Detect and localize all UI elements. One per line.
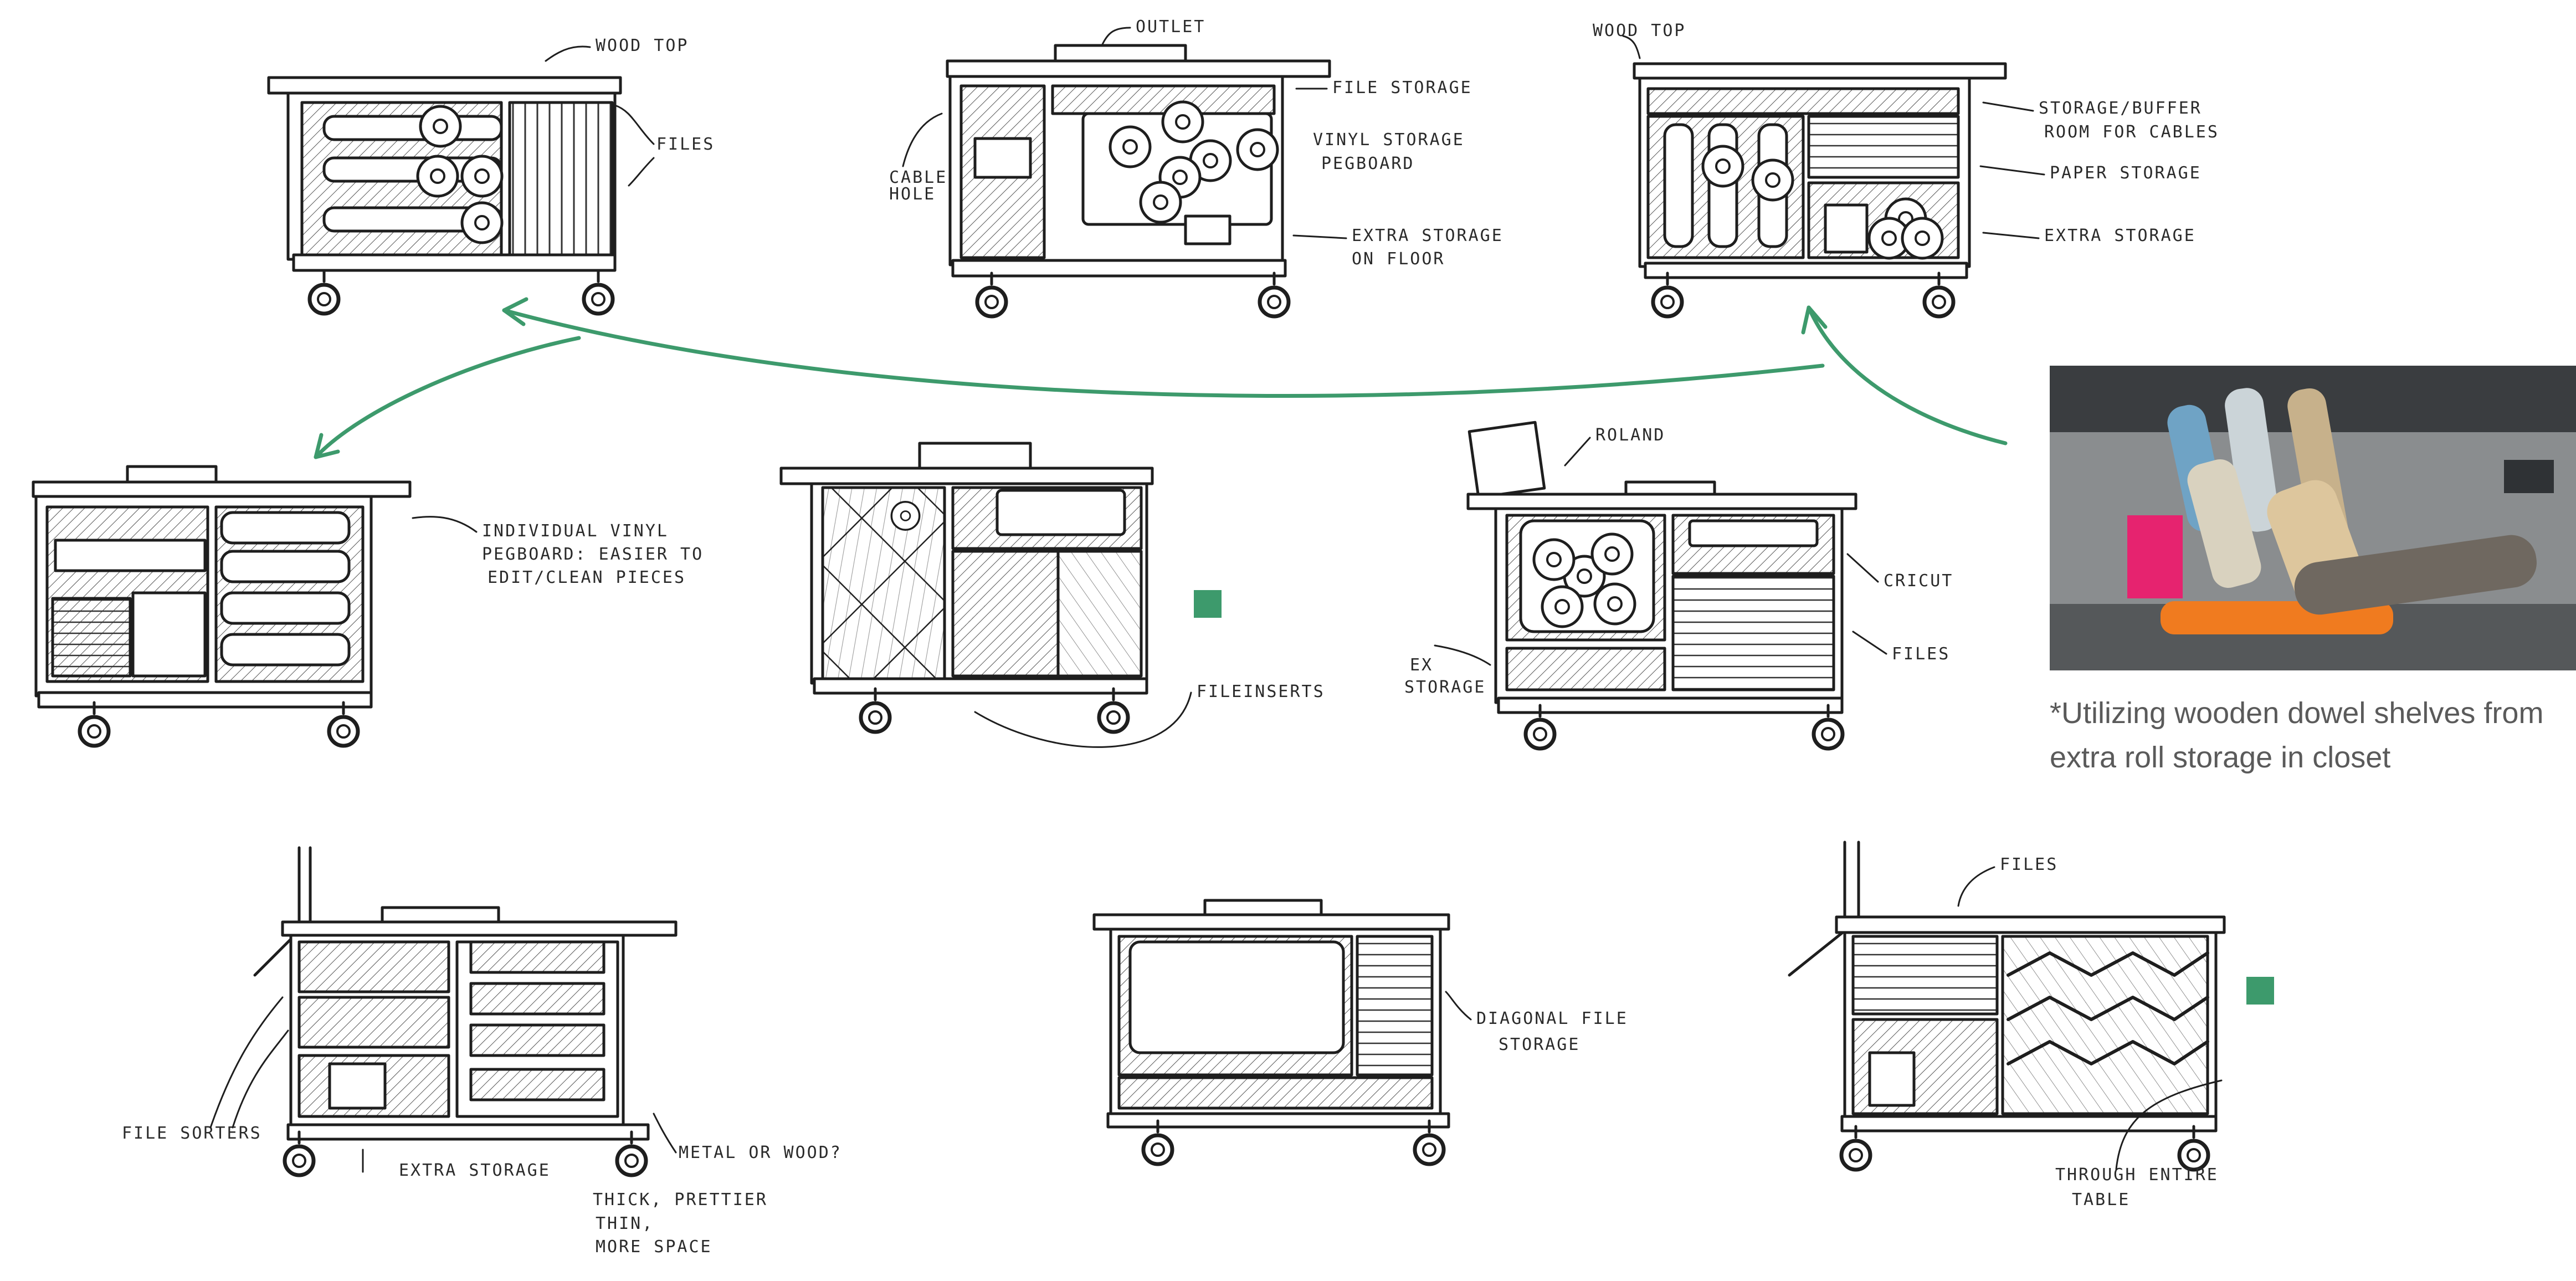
label-vinyl-pegboard-1: VINYL STORAGE — [1313, 130, 1465, 150]
photo-caption-line-2: extra roll storage in closet — [2050, 741, 2390, 774]
label-thin-space-2: MORE SPACE — [596, 1237, 712, 1257]
label-wood-top-1: WOOD TOP — [596, 36, 689, 55]
label-files-1: FILES — [656, 135, 715, 154]
label-diagonal-file-1: DIAGONAL FILE — [1476, 1009, 1628, 1028]
cart-a3-sketch — [1633, 62, 2007, 316]
label-file-storage: FILE STORAGE — [1332, 78, 1472, 98]
flow-arrows — [314, 297, 2008, 459]
label-buffer-room-1: STORAGE/BUFFER — [2039, 99, 2202, 118]
cart-c2-sketch — [1092, 899, 1450, 1164]
cart-c1-sketch — [253, 846, 678, 1175]
annotation-labels: WOOD TOP FILES OUTLET FILE STORAGE CABLE… — [122, 17, 2543, 1257]
label-ex-storage-2: STORAGE — [1404, 678, 1486, 697]
label-buffer-room-2: ROOM FOR CABLES — [2044, 122, 2219, 142]
cart-b2-sketch — [779, 442, 1154, 732]
label-individual-vinyl-3: EDIT/CLEAN PIECES — [488, 568, 686, 587]
green-marker-1 — [1194, 590, 1222, 618]
label-ex-storage-1: EX — [1410, 655, 1433, 675]
label-diagonal-file-2: STORAGE — [1499, 1035, 1580, 1054]
label-through-table-2: TABLE — [2072, 1190, 2130, 1210]
label-vinyl-pegboard-2: PEGBOARD — [1321, 154, 1415, 173]
label-through-table-1: THROUGH ENTIRE — [2055, 1165, 2219, 1185]
label-individual-vinyl-1: INDIVIDUAL VINYL — [482, 521, 669, 541]
label-extra-storage-2: EXTRA STORAGE — [399, 1161, 551, 1180]
label-individual-vinyl-2: PEGBOARD: EASIER TO — [482, 545, 704, 564]
cart-b3-sketch — [1466, 421, 1857, 749]
roll-storage-photo — [2050, 366, 2576, 670]
label-paper-storage: PAPER STORAGE — [2050, 163, 2202, 183]
label-files-3: FILES — [2000, 855, 2058, 874]
label-extra-storage-1: EXTRA STORAGE — [2044, 226, 2196, 245]
label-cable-hole-1: CABLE — [889, 168, 947, 187]
cart-b1-sketch — [32, 465, 412, 746]
label-wood-top-2: WOOD TOP — [1593, 21, 1686, 40]
cart-a1-sketch — [267, 76, 622, 314]
label-cable-hole-2: HOLE — [889, 185, 936, 204]
photo-caption-line-1: *Utilizing wooden dowel shelves from — [2050, 696, 2543, 730]
label-roland: ROLAND — [1595, 426, 1665, 445]
label-file-sorters: FILE SORTERS — [122, 1124, 262, 1143]
leader-lines — [209, 27, 2223, 1173]
label-cricut: CRICUT — [1884, 571, 1953, 591]
label-metal-or-wood: METAL OR WOOD? — [679, 1143, 842, 1162]
arrow-photo-to-top-right — [1807, 305, 2008, 445]
cart-c3-sketch — [1788, 841, 2226, 1170]
cart-a2-sketch — [946, 44, 1331, 316]
arrow-to-top-left — [502, 308, 1825, 398]
arrow-to-mid-left — [314, 336, 581, 459]
label-files-2: FILES — [1892, 644, 1950, 664]
label-extra-floor-1: EXTRA STORAGE — [1352, 226, 1503, 245]
label-thick-prettier: THICK, PRETTIER — [593, 1190, 768, 1210]
label-outlet: OUTLET — [1136, 17, 1205, 37]
label-thin-space-1: THIN, — [596, 1214, 654, 1233]
label-extra-floor-2: ON FLOOR — [1352, 249, 1445, 269]
green-marker-2 — [2246, 977, 2274, 1005]
label-file-inserts: FILEINSERTS — [1197, 682, 1325, 701]
